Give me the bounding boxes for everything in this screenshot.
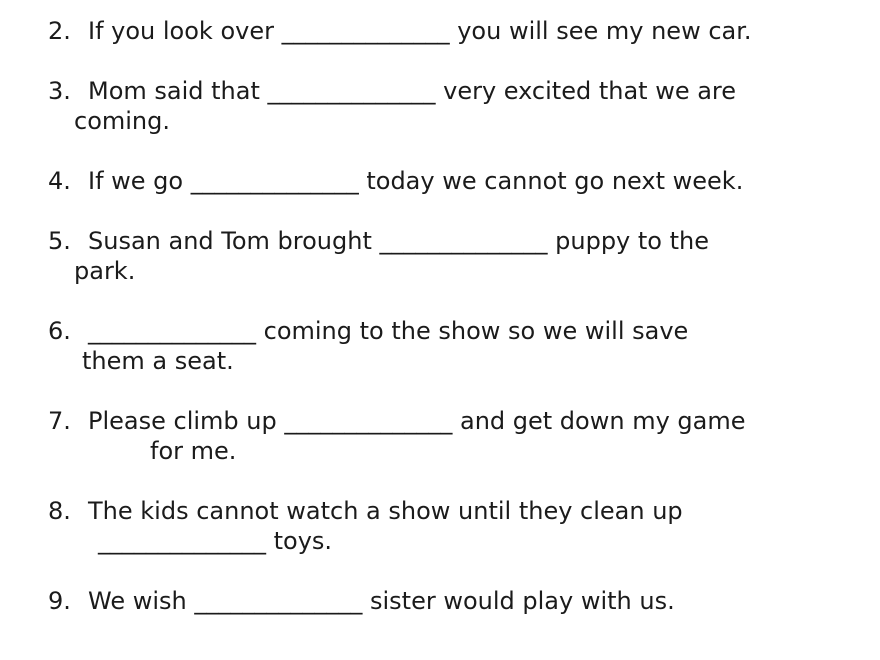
sentence-line: 4. If we go ______________ today we canno… <box>48 166 860 196</box>
worksheet-item-6: 6. ______________ coming to the show so w… <box>48 316 860 376</box>
item-number: 4. <box>48 167 71 195</box>
item-number: 9. <box>48 587 71 615</box>
worksheet-item-9: 9. We wish ______________ sister would pl… <box>48 586 860 616</box>
sentence-text: The kids cannot watch a show until they … <box>88 497 683 525</box>
worksheet-item-7: 7. Please climb up ______________ and get… <box>48 406 860 466</box>
worksheet-item-5: 5. Susan and Tom brought ______________ p… <box>48 226 860 286</box>
item-number: 3. <box>48 77 71 105</box>
worksheet-item-8: 8. The kids cannot watch a show until the… <box>48 496 860 556</box>
sentence-wrap-line: them a seat. <box>82 347 234 375</box>
item-number: 5. <box>48 227 71 255</box>
sentence-text: If you look over ______________ you will… <box>88 17 752 45</box>
item-number: 2. <box>48 17 71 45</box>
sentence-wrap-line: for me. <box>150 437 237 465</box>
item-number: 8. <box>48 497 71 525</box>
worksheet-item-4: 4. If we go ______________ today we canno… <box>48 166 860 196</box>
sentence-wrap-line: ______________ toys. <box>98 527 333 555</box>
sentence-text: If we go ______________ today we cannot … <box>88 167 744 195</box>
sentence-text: Please climb up ______________ and get d… <box>88 407 746 435</box>
sentence-text: Mom said that ______________ very excite… <box>88 77 737 105</box>
sentence-line: 5. Susan and Tom brought ______________ p… <box>48 226 860 256</box>
sentence-line: 9. We wish ______________ sister would pl… <box>48 586 860 616</box>
sentence-line: 2. If you look over ______________ you wi… <box>48 16 860 46</box>
sentence-line: 7. Please climb up ______________ and get… <box>48 406 860 436</box>
worksheet-item-2: 2. If you look over ______________ you wi… <box>48 16 860 46</box>
sentence-text: Susan and Tom brought ______________ pup… <box>88 227 709 255</box>
sentence-line: 8. The kids cannot watch a show until the… <box>48 496 860 526</box>
sentence-line: 3. Mom said that ______________ very exci… <box>48 76 860 106</box>
sentence-line: 6. ______________ coming to the show so w… <box>48 316 860 346</box>
sentence-wrap-line: park. <box>74 257 136 285</box>
item-number: 6. <box>48 317 71 345</box>
sentence-wrap-line: coming. <box>74 107 170 135</box>
worksheet-item-3: 3. Mom said that ______________ very exci… <box>48 76 860 136</box>
sentence-text: ______________ coming to the show so we … <box>88 317 689 345</box>
sentence-text: We wish ______________ sister would play… <box>88 587 675 615</box>
item-number: 7. <box>48 407 71 435</box>
